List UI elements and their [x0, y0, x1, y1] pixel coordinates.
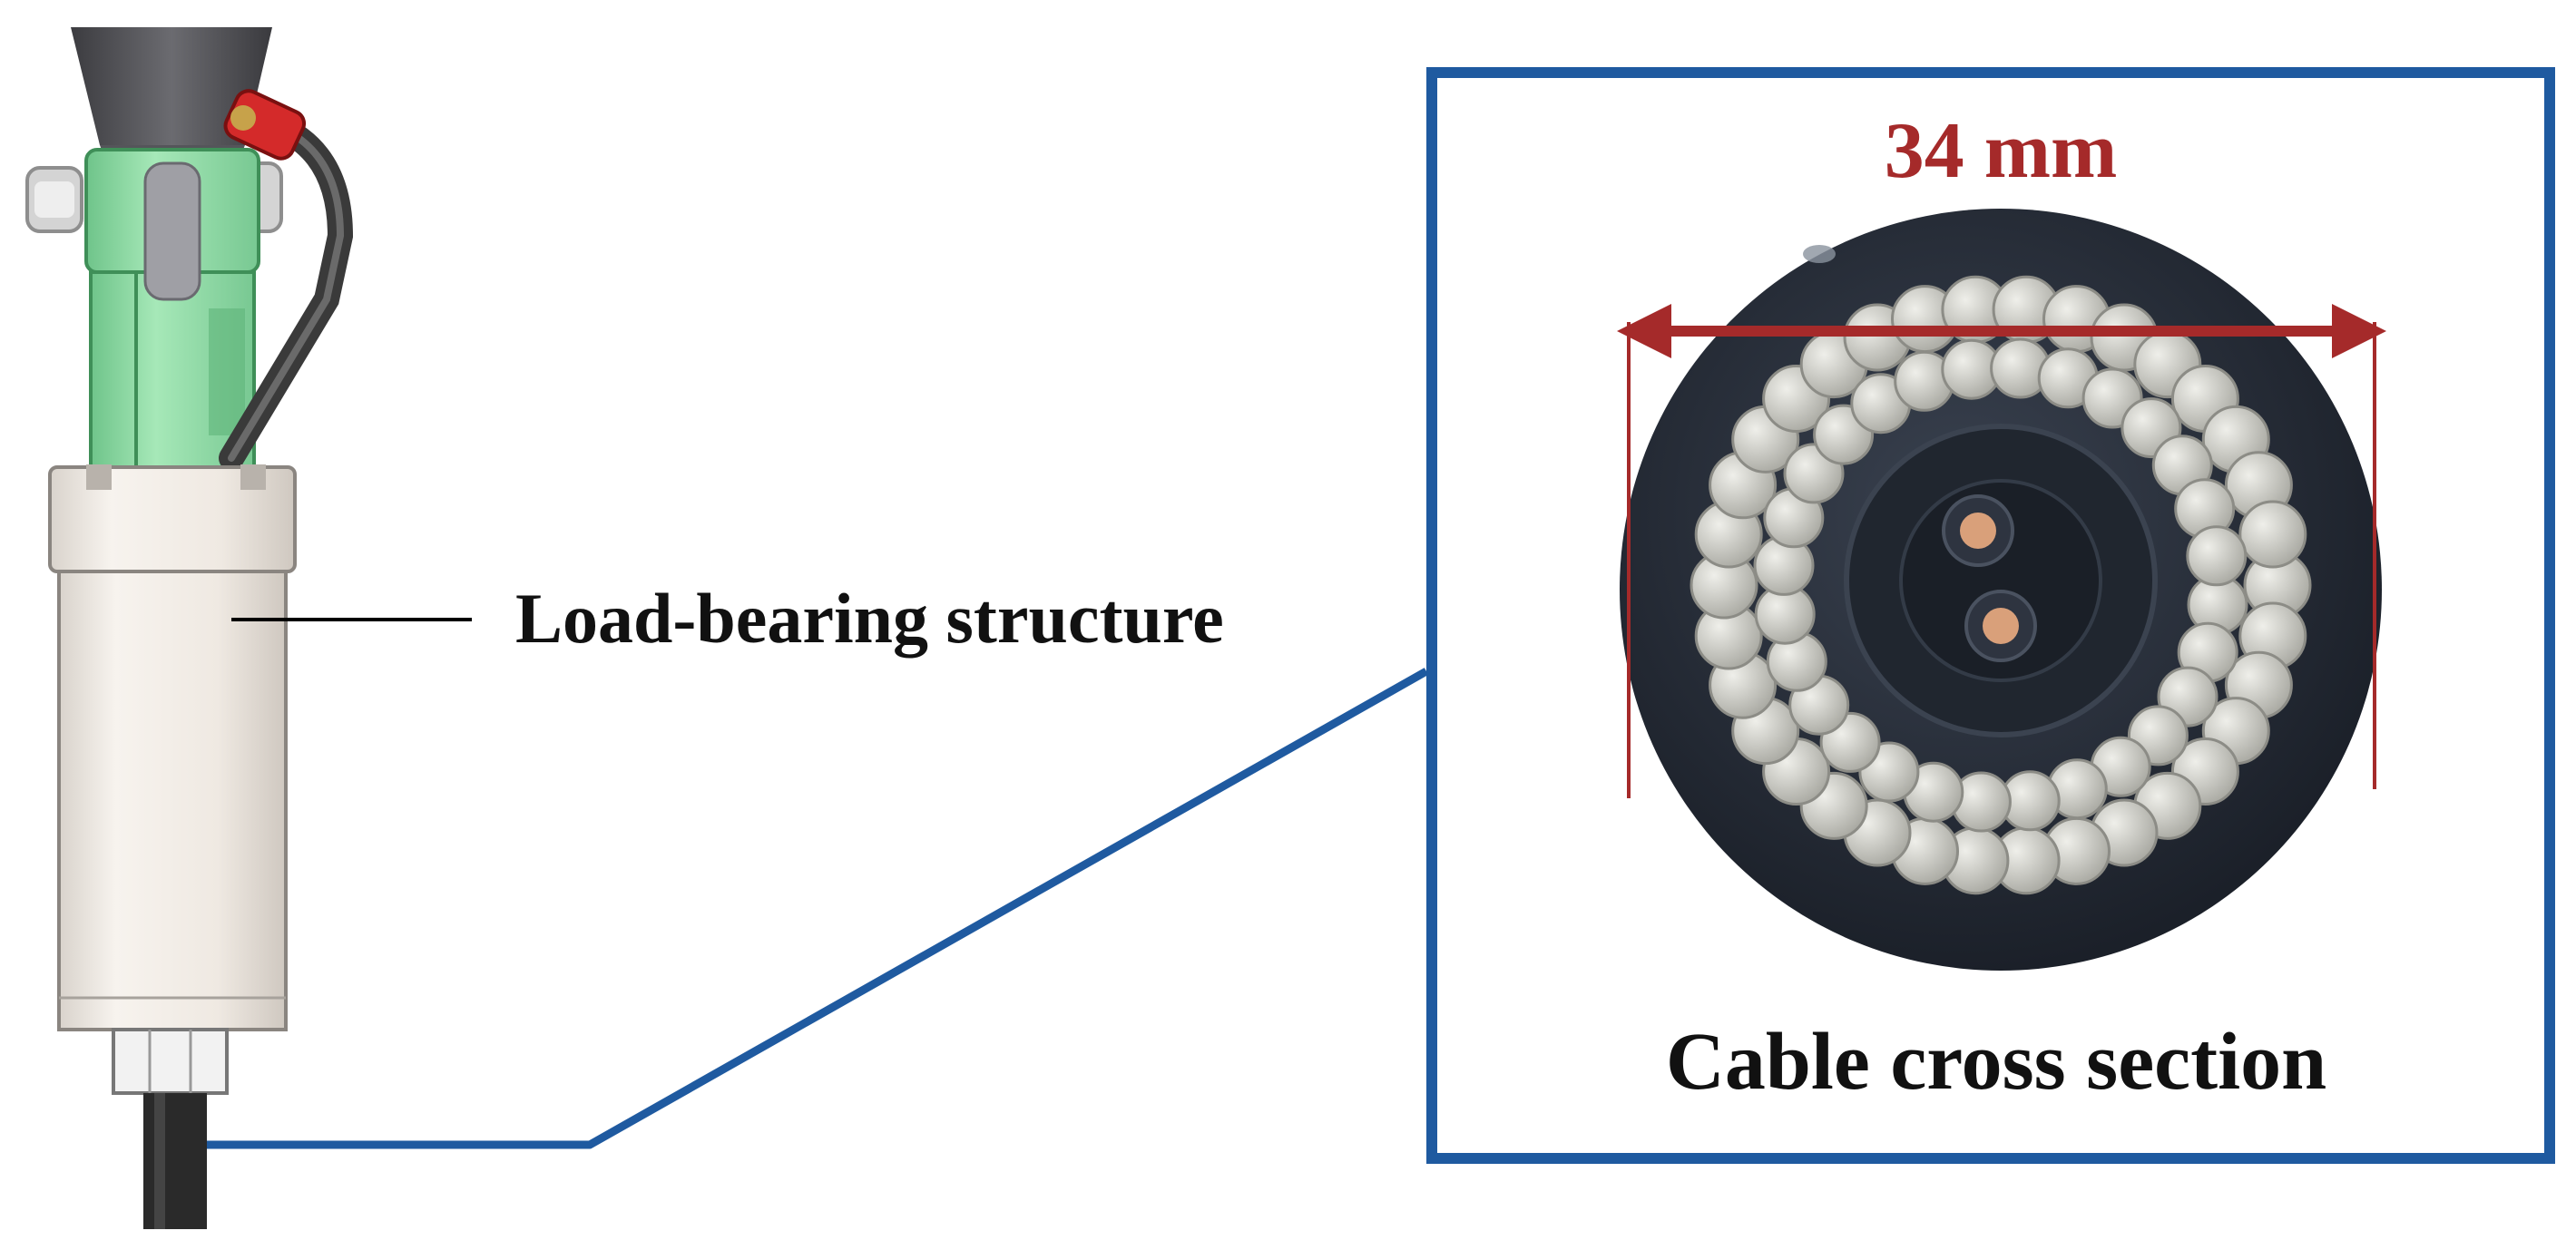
armour-strand: [2238, 500, 2307, 569]
clevis-bracket: [84, 148, 260, 474]
bolt-left: [25, 166, 83, 233]
structure-label: Load-bearing structure: [515, 579, 1224, 658]
dimension-label: 34 mm: [1885, 107, 2118, 195]
side-connector: [219, 89, 354, 471]
dimension-indicator: [1617, 304, 2386, 798]
callout-connector-line: [207, 668, 1429, 1149]
conductor-top: [1942, 494, 2014, 567]
bottom-nut: [112, 1028, 229, 1095]
load-bearing-structure-illustration: [25, 27, 354, 1229]
exit-cable: [143, 1093, 207, 1229]
armour-strand: [2186, 525, 2248, 587]
conductor-bottom: [1964, 590, 2037, 662]
top-cap: [71, 27, 272, 145]
cable-cross-section-photo: [1620, 209, 2382, 971]
section-label: Cable cross section: [1666, 1017, 2326, 1107]
sleeve-body: [48, 464, 297, 1031]
